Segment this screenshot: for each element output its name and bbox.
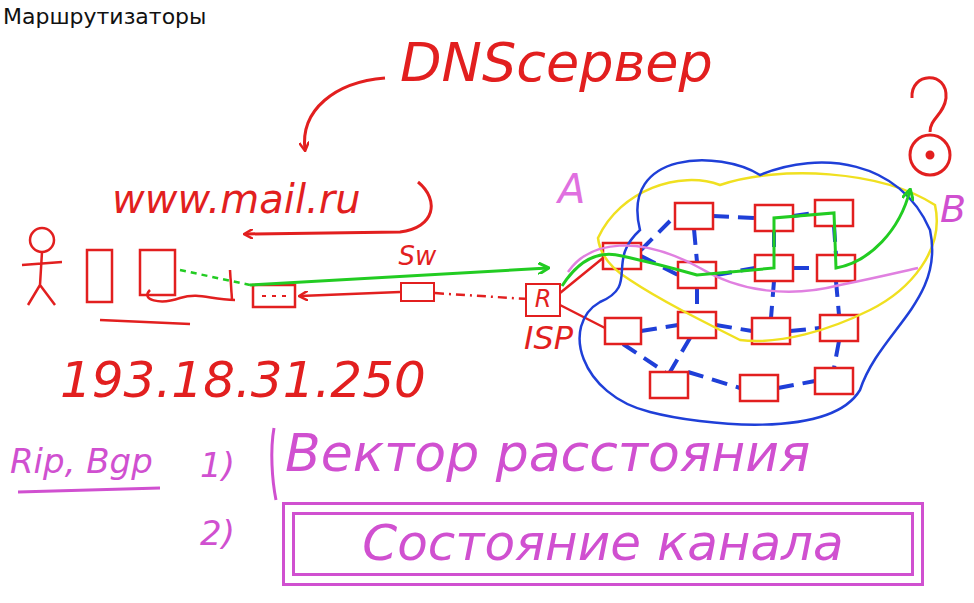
blue-region [580,160,933,424]
drawing-stroke [253,285,295,307]
drawing-stroke [778,381,815,388]
drawing-stroke [912,78,946,132]
point-label: B [940,188,966,232]
drawing-stroke [272,428,276,500]
request-dashed [180,270,250,285]
dns-arrow [305,78,385,150]
server-label: DNSсервер [400,32,713,94]
drawing-stroke [713,216,755,218]
list-number: 1) [200,446,235,485]
method-box: Состояние канала [292,512,914,576]
router-box: R [525,283,561,317]
drawing-stroke [230,270,232,300]
pink-route [568,246,918,292]
drawing-stroke [22,252,62,305]
modem [253,285,295,307]
drawing-stroke [740,375,778,401]
protocol-label: Rip, Bgp [10,442,153,481]
node-text: Sw [397,242,439,272]
drawing-stroke [688,372,740,388]
drawing-stroke [87,250,112,302]
drawing-stroke [670,338,690,372]
drawing-stroke [675,203,713,229]
point-label: A [558,166,585,212]
drawing-stroke [623,344,665,372]
method-label: Вектор расстояния [285,424,810,484]
green-route [562,190,910,286]
drawing-stroke [18,488,160,492]
drawing-stroke [793,266,817,270]
drawing-stroke [771,281,774,318]
url-label: www.mail.ru [112,176,361,222]
drawing-stroke [650,372,688,398]
drawing-stroke [262,295,286,297]
isp-label: ISP [522,320,575,357]
ip-address: 193.18.31.250 [60,352,426,410]
computer [87,250,235,324]
isp-link [560,258,605,328]
reply-arrow [300,292,400,296]
drawing-stroke [834,341,839,368]
drawing-stroke [695,288,699,312]
yellow-route [598,173,937,341]
drawing-stroke [641,325,678,331]
drawing-stroke [30,228,54,252]
page-title: Маршрутизаторы [3,4,206,29]
drawing-stroke [694,229,697,262]
drawing-stroke [641,216,675,250]
drawing-stroke [140,250,175,295]
drawing-stroke [910,135,950,175]
drawing-stroke [100,320,190,324]
switch-box: Sw [400,282,435,302]
question-sign [910,78,950,175]
node-text: R [535,286,552,314]
dash-dot-link [435,293,525,299]
drawing-stroke [605,318,641,344]
drawing-stroke [927,152,933,158]
drawing-stroke [815,368,853,394]
user-figure [22,228,62,305]
node-text: Состояние канала [362,515,843,573]
list-number: 2) [200,514,235,553]
network-links [623,213,839,388]
drawing-stroke [147,290,235,301]
